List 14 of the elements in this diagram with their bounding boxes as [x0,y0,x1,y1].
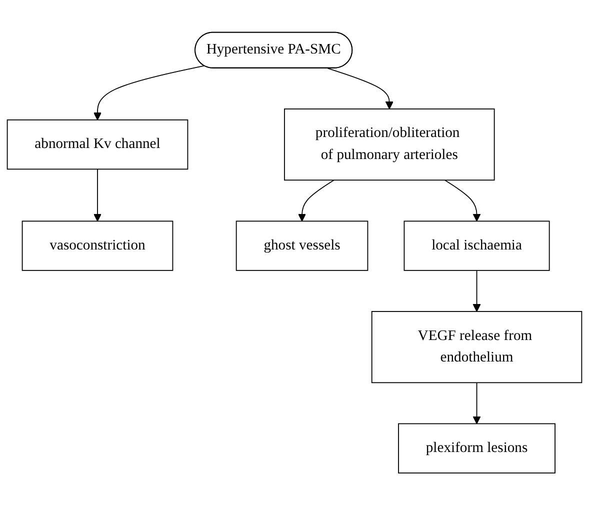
node-box: proliferation/obliteration of pulmonary arterioles [284,108,495,181]
arrow [472,382,481,424]
arrow [327,68,394,110]
node-box: vasoconstriction [22,221,174,272]
arrow [444,180,481,222]
node-box: abnormal Kv channel [6,120,188,170]
node-box: VEGF release from endothelium [371,311,582,384]
node-box: plexiform lesions [398,424,556,474]
arrow [472,270,481,312]
arrow [94,66,205,121]
node-box: local ischaemia [404,221,550,272]
arrow [298,180,334,222]
node-box: ghost vessels [236,221,368,272]
arrow [94,169,102,222]
